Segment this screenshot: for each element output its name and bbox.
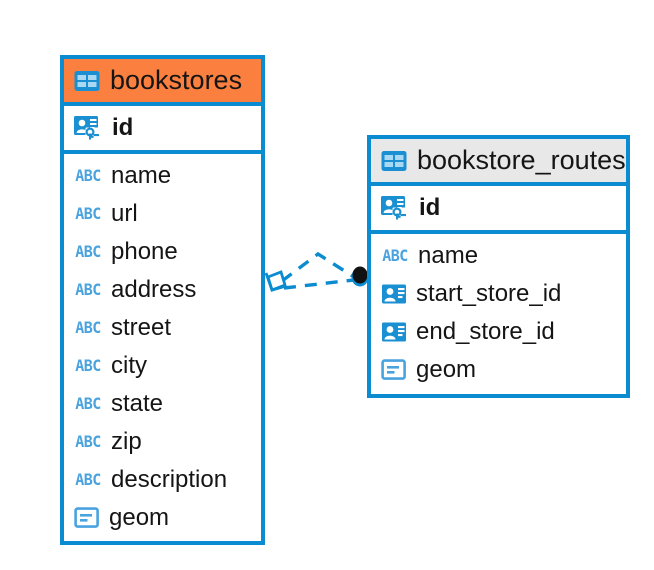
field-row-address[interactable]: ABC address xyxy=(64,271,261,309)
text-type-icon: ABC xyxy=(74,470,102,490)
text-type-icon: ABC xyxy=(381,246,409,266)
primary-key-icon xyxy=(73,114,103,142)
field-row-description[interactable]: ABC description xyxy=(64,461,261,499)
field-row-end-store-id[interactable]: end_store_id xyxy=(371,313,626,351)
relationship-line-upper xyxy=(280,251,355,283)
field-list-bookstores: ABC name ABC url ABC phone ABC xyxy=(64,154,261,541)
text-type-icon: ABC xyxy=(74,394,102,414)
foreign-key-icon xyxy=(381,320,407,344)
field-label: street xyxy=(111,314,172,341)
abc-glyph: ABC xyxy=(75,242,101,261)
abc-glyph: ABC xyxy=(75,432,101,451)
field-label: url xyxy=(111,200,138,227)
abc-glyph: ABC xyxy=(75,280,101,299)
field-row-geom[interactable]: geom xyxy=(371,351,626,389)
relationship-target-marker xyxy=(351,266,369,287)
field-label: city xyxy=(111,352,147,379)
field-label: end_store_id xyxy=(416,318,555,345)
table-icon xyxy=(73,67,101,95)
field-row-phone[interactable]: ABC phone xyxy=(64,233,261,271)
primary-key-row-bookstore-routes[interactable]: id xyxy=(371,186,626,234)
text-type-icon: ABC xyxy=(74,204,102,224)
field-label: zip xyxy=(111,428,142,455)
entity-title: bookstore_routes xyxy=(417,145,626,175)
field-label: name xyxy=(111,162,172,189)
field-row-start-store-id[interactable]: start_store_id xyxy=(371,275,626,313)
primary-key-row-bookstores[interactable]: id xyxy=(64,106,261,154)
primary-key-icon xyxy=(380,194,410,222)
field-row-name[interactable]: ABC name xyxy=(371,237,626,275)
entity-bookstores[interactable]: bookstores xyxy=(60,55,265,545)
abc-glyph: ABC xyxy=(75,394,101,413)
table-icon xyxy=(380,147,408,175)
abc-glyph: ABC xyxy=(75,318,101,337)
field-row-url[interactable]: ABC url xyxy=(64,195,261,233)
primary-key-label: id xyxy=(112,114,134,141)
entity-title: bookstores xyxy=(110,65,243,95)
abc-glyph: ABC xyxy=(75,166,101,185)
field-row-state[interactable]: ABC state xyxy=(64,385,261,423)
field-label: geom xyxy=(109,504,170,531)
entity-bookstore-routes[interactable]: bookstore_routes xyxy=(367,135,630,398)
field-list-bookstore-routes: ABC name start_store_id xyxy=(371,234,626,393)
abc-glyph: ABC xyxy=(75,356,101,375)
abc-glyph: ABC xyxy=(75,470,101,489)
text-type-icon: ABC xyxy=(74,356,102,376)
field-row-name[interactable]: ABC name xyxy=(64,157,261,195)
geometry-type-icon xyxy=(381,358,407,382)
entity-header-bookstore-routes[interactable]: bookstore_routes xyxy=(371,139,626,186)
field-row-zip[interactable]: ABC zip xyxy=(64,423,261,461)
relationship-source-marker xyxy=(264,270,287,292)
foreign-key-icon xyxy=(381,282,407,306)
text-type-icon: ABC xyxy=(74,432,102,452)
field-label: address xyxy=(111,276,197,303)
field-row-city[interactable]: ABC city xyxy=(64,347,261,385)
entity-header-bookstores[interactable]: bookstores xyxy=(64,59,261,106)
text-type-icon: ABC xyxy=(74,166,102,186)
abc-glyph: ABC xyxy=(382,246,408,265)
primary-key-label: id xyxy=(419,194,441,221)
field-row-geom[interactable]: geom xyxy=(64,499,261,537)
field-label: description xyxy=(111,466,228,493)
field-row-street[interactable]: ABC street xyxy=(64,309,261,347)
abc-glyph: ABC xyxy=(75,204,101,223)
text-type-icon: ABC xyxy=(74,318,102,338)
field-label: name xyxy=(418,242,479,269)
text-type-icon: ABC xyxy=(74,242,102,262)
relationship-line-lower xyxy=(283,278,355,290)
field-label: state xyxy=(111,390,164,417)
field-label: start_store_id xyxy=(416,280,562,307)
text-type-icon: ABC xyxy=(74,280,102,300)
geometry-type-icon xyxy=(74,506,100,530)
field-label: phone xyxy=(111,238,178,265)
field-label: geom xyxy=(416,356,477,383)
